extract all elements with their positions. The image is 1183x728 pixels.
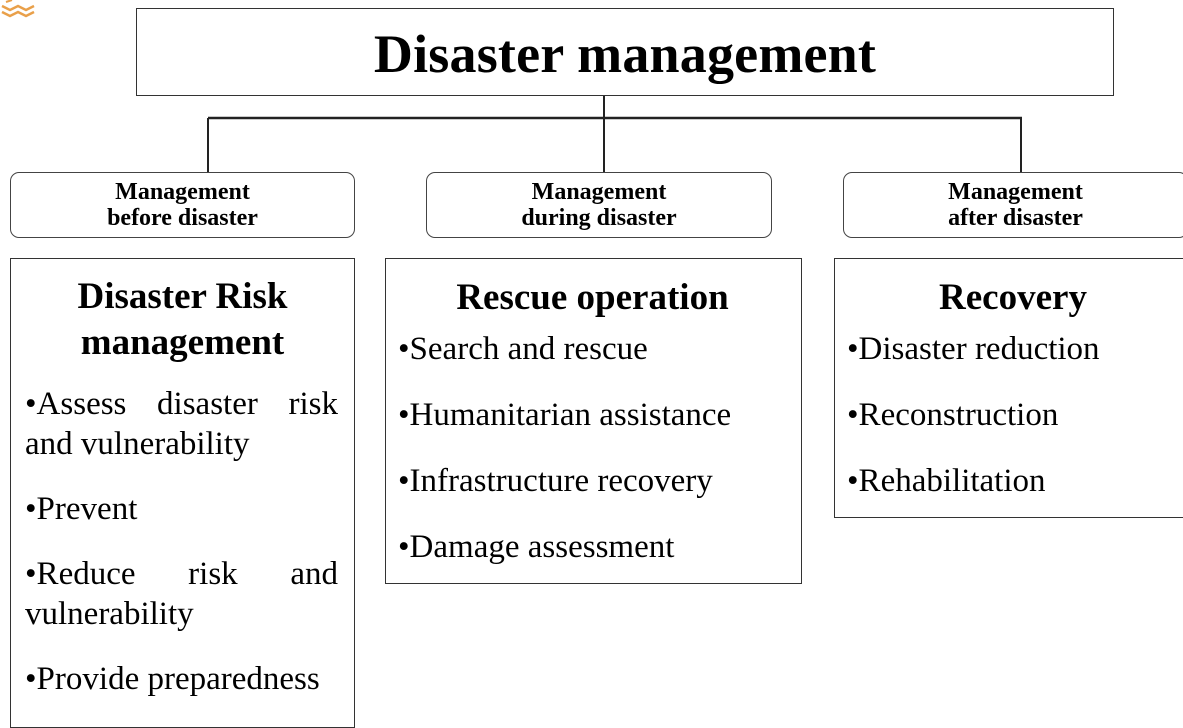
risk-management-heading: Disaster Risk management: [25, 274, 340, 366]
list-item: •Reconstruction: [847, 397, 1059, 433]
list-item: •Damage assessment: [398, 529, 675, 565]
risk-heading-line2: management: [80, 322, 285, 363]
rescue-operation-box: Rescue operation •Search and rescue •Hum…: [385, 258, 802, 584]
risk-heading-line1: Disaster Risk: [77, 276, 288, 317]
phase-after-box: Management after disaster: [843, 172, 1183, 238]
phase-during-box: Management during disaster: [426, 172, 772, 238]
list-item: •Search and rescue: [398, 331, 648, 367]
rescue-operation-heading: Rescue operation: [456, 277, 729, 318]
phase-after-line2: after disaster: [948, 205, 1083, 231]
risk-management-box: Disaster Risk management •Assess disaste…: [10, 258, 355, 728]
list-item: •Disaster reduction: [847, 331, 1100, 367]
list-item: •Prevent: [25, 491, 138, 527]
risk-management-list: •Assess disaster risk and vulnerability …: [25, 384, 340, 699]
list-item: •Reduce risk and vulnerability: [25, 556, 338, 632]
list-item: •Infrastructure recovery: [398, 463, 713, 499]
recovery-heading: Recovery: [939, 277, 1087, 318]
list-item: •Assess disaster risk and vulnerability: [25, 386, 338, 462]
phase-after-line1: Management: [948, 179, 1083, 205]
list-item: •Humanitarian assistance: [398, 397, 732, 433]
list-item: •Provide preparedness: [25, 661, 320, 697]
phase-before-box: Management before disaster: [10, 172, 355, 238]
phase-before-line2: before disaster: [107, 205, 258, 231]
phase-during-line2: during disaster: [521, 205, 677, 231]
phase-before-line1: Management: [115, 179, 250, 205]
diagram-title: Disaster management: [373, 24, 877, 84]
title-box: Disaster management: [136, 8, 1114, 96]
recovery-list: •Disaster reduction •Reconstruction •Reh…: [847, 329, 1179, 501]
recovery-box: Recovery •Disaster reduction •Reconstruc…: [834, 258, 1183, 518]
list-item: •Rehabilitation: [847, 463, 1046, 499]
corner-logo-icon: [1, 0, 35, 18]
phase-during-line1: Management: [531, 179, 667, 205]
rescue-operation-list: •Search and rescue •Humanitarian assista…: [398, 329, 787, 567]
